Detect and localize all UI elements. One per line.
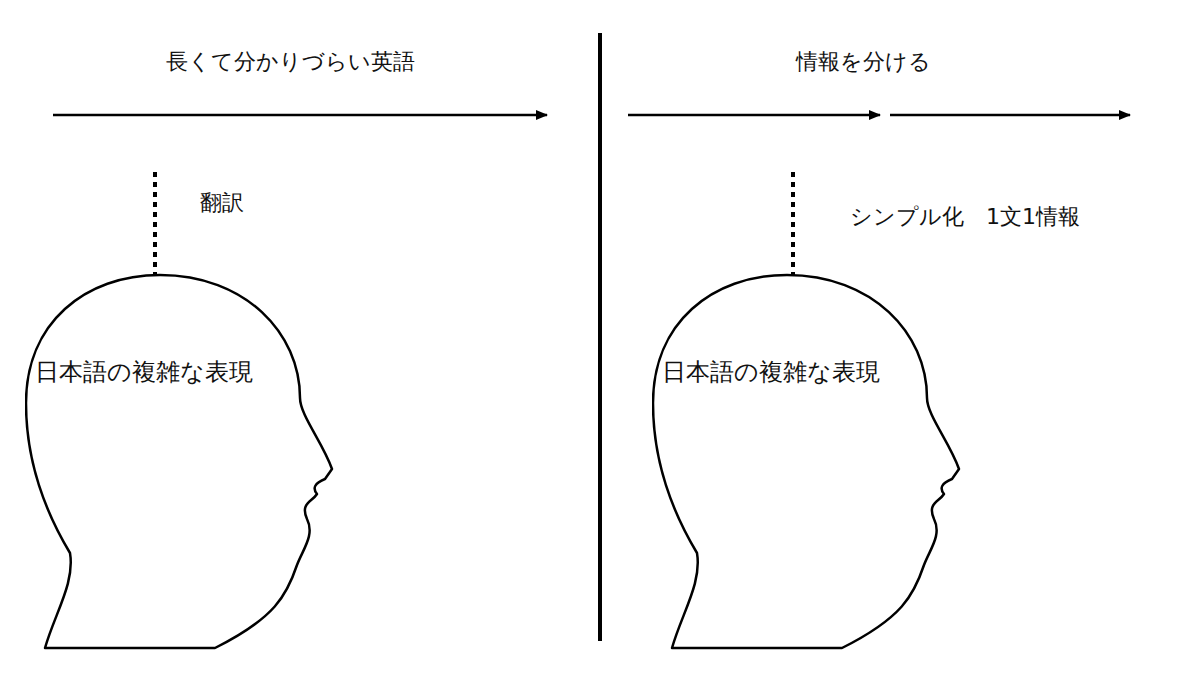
head-text: 日本語の複雑な表現 [35, 358, 253, 387]
head-outline: 日本語の複雑な表現 [652, 273, 964, 650]
divider [598, 33, 602, 641]
head-text: 日本語の複雑な表現 [662, 358, 880, 387]
label-text: 翻訳 [200, 190, 244, 216]
head-outline: 日本語の複雑な表現 [25, 273, 337, 650]
flow-arrow [890, 114, 1130, 117]
label-text: 長くて分かりづらい英語 [166, 49, 415, 75]
label-text: シンプル化 1文1情報 [850, 204, 1080, 230]
head-silhouette [25, 273, 337, 650]
flow-arrow [628, 114, 880, 117]
label-text: 情報を分ける [796, 49, 931, 75]
flow-arrow [53, 114, 547, 117]
head-silhouette [652, 273, 964, 650]
